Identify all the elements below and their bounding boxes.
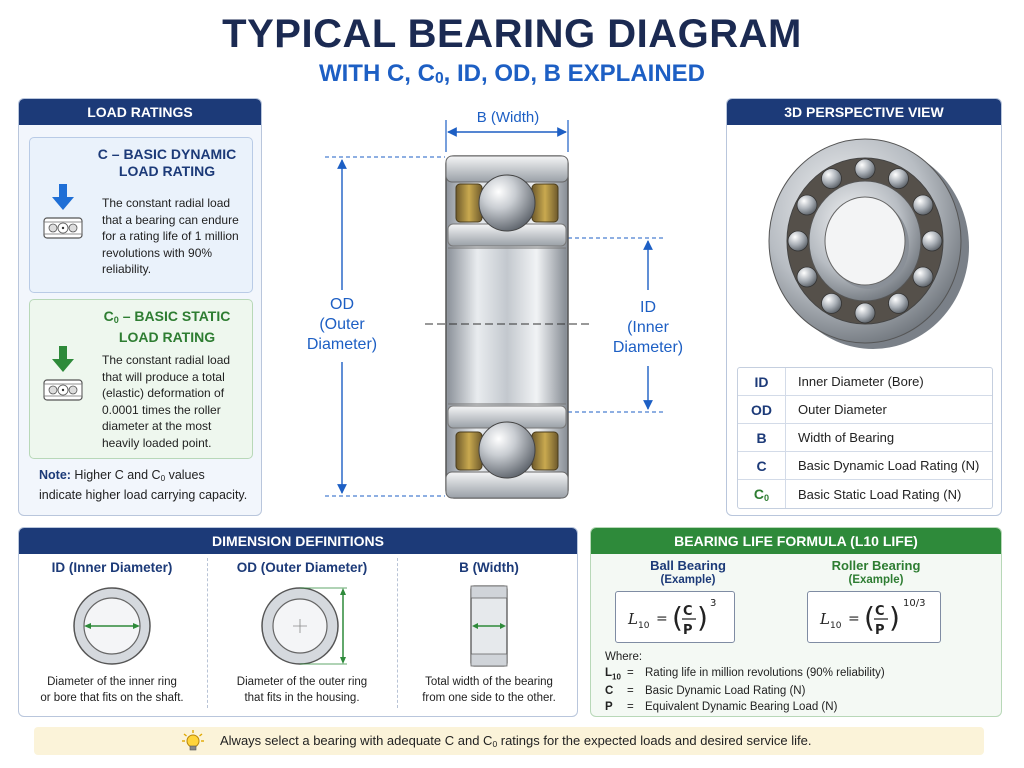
bearing-cross-section xyxy=(325,120,665,499)
ball-bearing-title: Ball Bearing(Example) xyxy=(650,558,726,586)
svg-text:L: L xyxy=(627,610,638,628)
svg-text:C: C xyxy=(683,604,693,619)
load-ratings-note: Note: Higher C and C0 values indicate hi… xyxy=(39,468,248,502)
ball-3d xyxy=(821,292,842,314)
svg-text:(: ( xyxy=(864,601,875,634)
ball-3d xyxy=(787,230,809,252)
page-title: TYPICAL BEARING DIAGRAM xyxy=(222,12,802,56)
ball-3d xyxy=(854,158,876,180)
ball-3d xyxy=(821,168,842,189)
ball-3d xyxy=(888,168,909,189)
page-subtitle: WITH C, C0, ID, OD, B EXPLAINED xyxy=(318,60,706,87)
id-ring-icon xyxy=(73,587,151,665)
svg-text:): ) xyxy=(889,601,900,634)
svg-text:): ) xyxy=(697,601,708,634)
dimension-heading: DIMENSION DEFINITIONS xyxy=(19,528,577,554)
tip-banner: Always select a bearing with adequate C … xyxy=(34,727,984,755)
ball-formula: L 10 = ( C P ) 3 xyxy=(615,591,735,643)
list-item: P=Equivalent Dynamic Bearing Load (N) xyxy=(605,700,838,713)
static-load-bearing-icon xyxy=(43,346,83,401)
list-item: L10=Rating life in million revolutions (… xyxy=(605,666,885,681)
roller-bearing-title: Roller Bearing(Example) xyxy=(831,558,921,586)
od-definition: OD (Outer Diameter) Diameter of the oute… xyxy=(236,560,368,704)
bearing-life-panel: BEARING LIFE FORMULA (L10 LIFE) Ball Bea… xyxy=(590,527,1002,717)
bottom-ball xyxy=(478,421,536,479)
bearing-3d-icon xyxy=(768,138,969,349)
ball-3d xyxy=(796,194,818,216)
ball-3d xyxy=(796,266,818,288)
svg-text:10/3: 10/3 xyxy=(903,598,925,609)
perspective-heading: 3D PERSPECTIVE VIEW xyxy=(727,99,1001,125)
svg-text:3: 3 xyxy=(710,598,716,609)
svg-text:C: C xyxy=(875,604,885,619)
svg-text:(: ( xyxy=(672,601,683,634)
svg-text:10: 10 xyxy=(638,621,650,631)
ball-3d xyxy=(921,230,943,252)
svg-text:L: L xyxy=(819,610,830,628)
life-heading: BEARING LIFE FORMULA (L10 LIFE) xyxy=(591,528,1001,554)
svg-text:P: P xyxy=(875,623,885,638)
lightbulb-icon xyxy=(182,730,204,751)
svg-text:=: = xyxy=(848,611,860,627)
ball-3d xyxy=(912,194,934,216)
b-width-icon xyxy=(470,585,508,667)
tip-text: Always select a bearing with adequate C … xyxy=(220,733,812,749)
b-width-label: B (Width) xyxy=(476,109,540,126)
svg-text:P: P xyxy=(683,623,693,638)
od-ring-icon xyxy=(261,587,347,665)
dimension-definitions-panel: DIMENSION DEFINITIONS ID (Inner Diameter… xyxy=(18,527,578,717)
ball-3d xyxy=(888,292,909,314)
top-ball xyxy=(478,174,536,232)
svg-text:10: 10 xyxy=(830,621,842,631)
ball-3d xyxy=(912,266,934,288)
load-ratings-heading: LOAD RATINGS xyxy=(19,99,261,125)
svg-text:=: = xyxy=(656,611,668,627)
list-item: C=Basic Dynamic Load Rating (N) xyxy=(605,685,806,698)
roller-formula: L 10 = ( C P ) 10/3 xyxy=(807,591,941,643)
ball-3d xyxy=(854,302,876,324)
load-arrow-bearing-icon xyxy=(43,184,83,239)
id-definition: ID (Inner Diameter) Diameter of the inne… xyxy=(40,560,184,704)
formula-definitions: Where: L10=Rating life in million revolu… xyxy=(605,650,885,715)
